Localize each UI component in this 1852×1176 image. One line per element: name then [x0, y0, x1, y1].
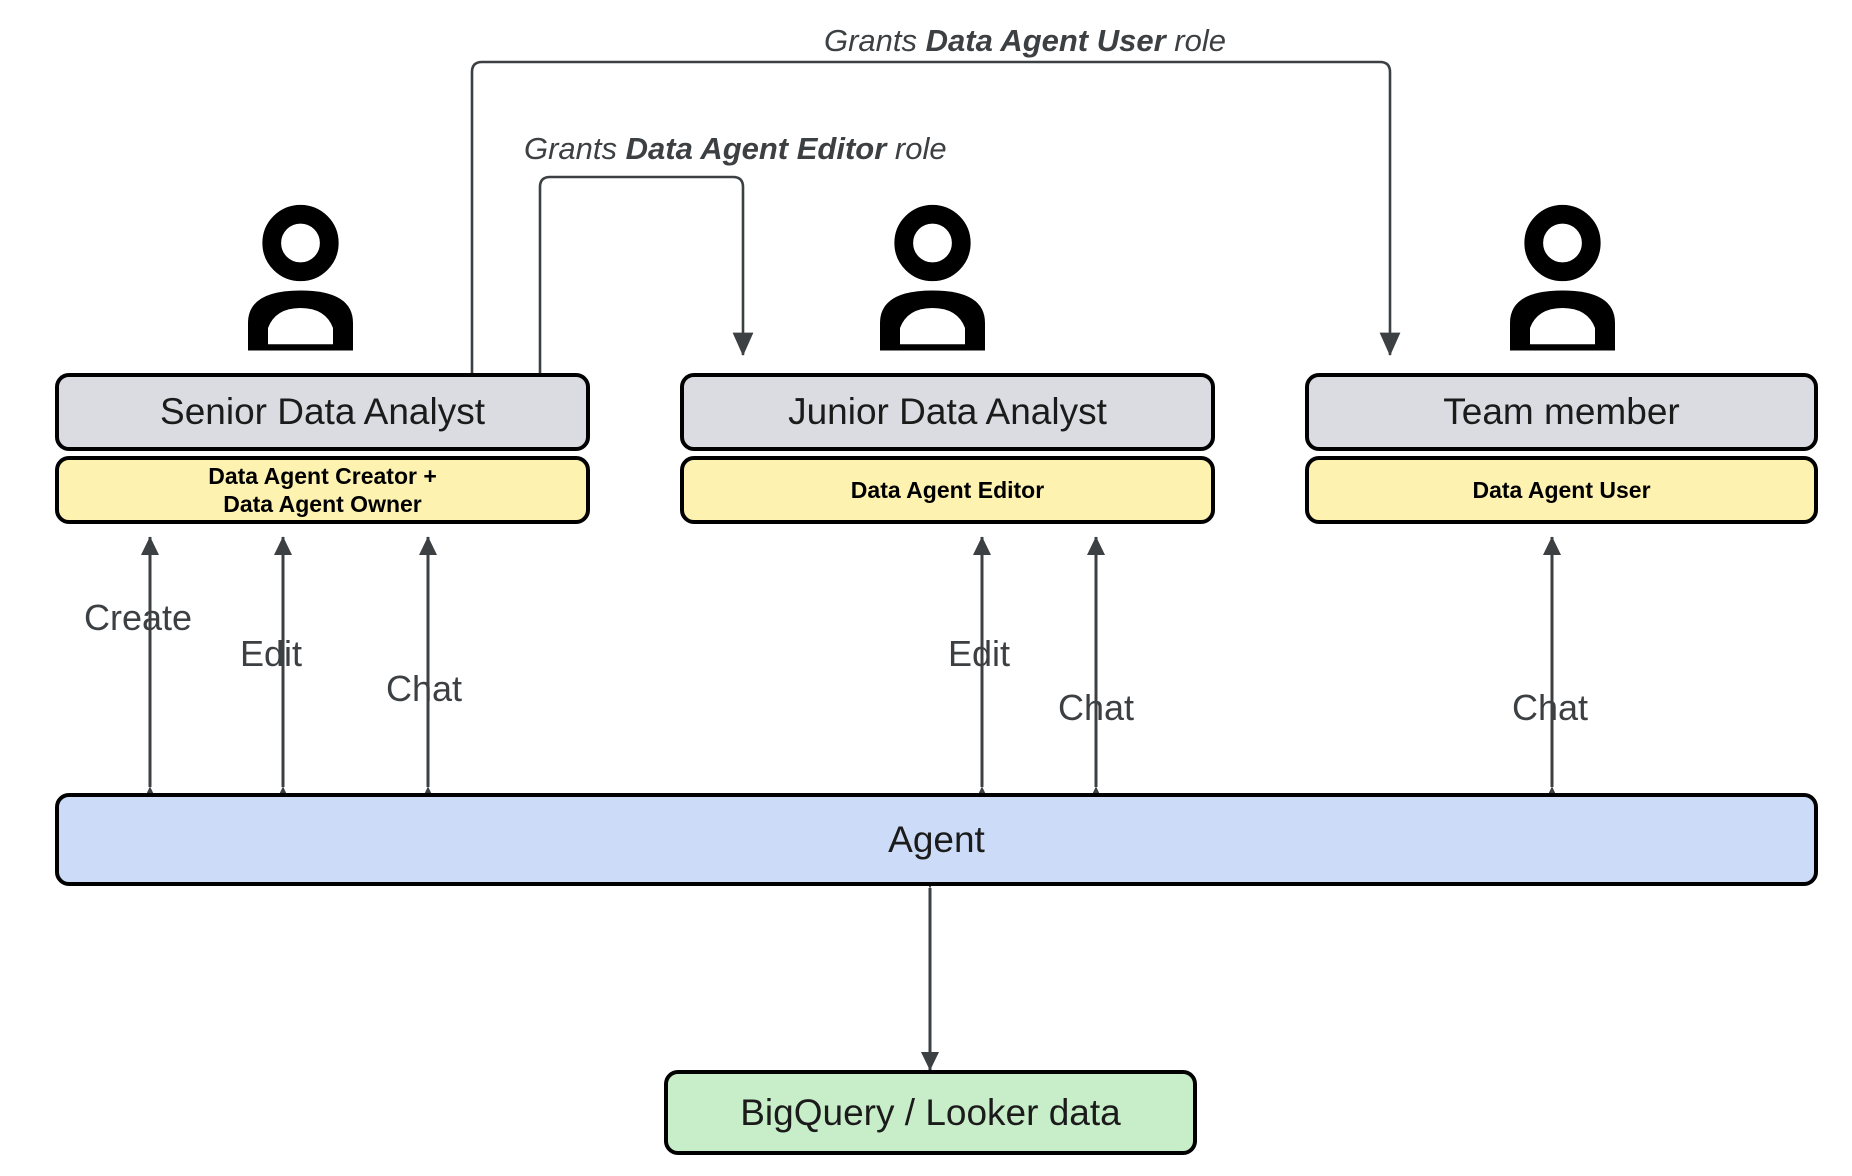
persona-box-senior-data-analyst[interactable]: Senior Data Analyst — [55, 373, 590, 451]
edge-label-create: Create — [84, 597, 193, 638]
role-line: Data Agent Editor — [850, 476, 1045, 503]
person-icon — [880, 204, 985, 351]
edge-label-chat-senior: Chat — [386, 668, 463, 709]
edge-label-chat-team: Chat — [1512, 687, 1589, 728]
grant-user-prefix: Grants — [824, 23, 926, 58]
edge-label-edit-junior: Edit — [948, 633, 1011, 674]
agent-box[interactable]: Agent — [55, 793, 1818, 886]
grant-label-data-agent-editor: Grants Data Agent Editor role — [524, 133, 947, 164]
connector-grants-data-agent-editor — [538, 175, 754, 375]
grant-editor-prefix: Grants — [524, 131, 626, 166]
agent-label: Agent — [888, 818, 985, 860]
person-icon — [248, 204, 353, 351]
edge-label-edit-senior: Edit — [240, 633, 303, 674]
person-icon — [1510, 204, 1615, 351]
persona-title: Senior Data Analyst — [160, 391, 485, 433]
grant-user-role: Data Agent User — [925, 23, 1166, 58]
role-line: Data Agent User — [1472, 476, 1651, 503]
datasource-label: BigQuery / Looker data — [740, 1091, 1121, 1133]
persona-box-team-member[interactable]: Team member — [1305, 373, 1818, 451]
datasource-box[interactable]: BigQuery / Looker data — [664, 1070, 1197, 1155]
edge-label-chat-junior: Chat — [1058, 687, 1135, 728]
grant-label-data-agent-user: Grants Data Agent User role — [824, 25, 1226, 56]
role-line: Data Agent Creator + — [208, 462, 437, 489]
role-box-junior-data-analyst[interactable]: Data Agent Editor — [680, 456, 1215, 524]
persona-box-junior-data-analyst[interactable]: Junior Data Analyst — [680, 373, 1215, 451]
grant-editor-role: Data Agent Editor — [625, 131, 887, 166]
role-line: Data Agent Owner — [223, 491, 422, 517]
grant-editor-suffix: role — [886, 131, 947, 166]
grant-user-suffix: role — [1165, 23, 1226, 58]
persona-title: Junior Data Analyst — [788, 391, 1107, 433]
role-box-team-member[interactable]: Data Agent User — [1305, 456, 1818, 524]
persona-title: Team member — [1443, 391, 1680, 433]
role-box-senior-data-analyst[interactable]: Data Agent Creator + Data Agent Owner — [55, 456, 590, 524]
connector-grants-data-agent-user — [470, 60, 1401, 375]
